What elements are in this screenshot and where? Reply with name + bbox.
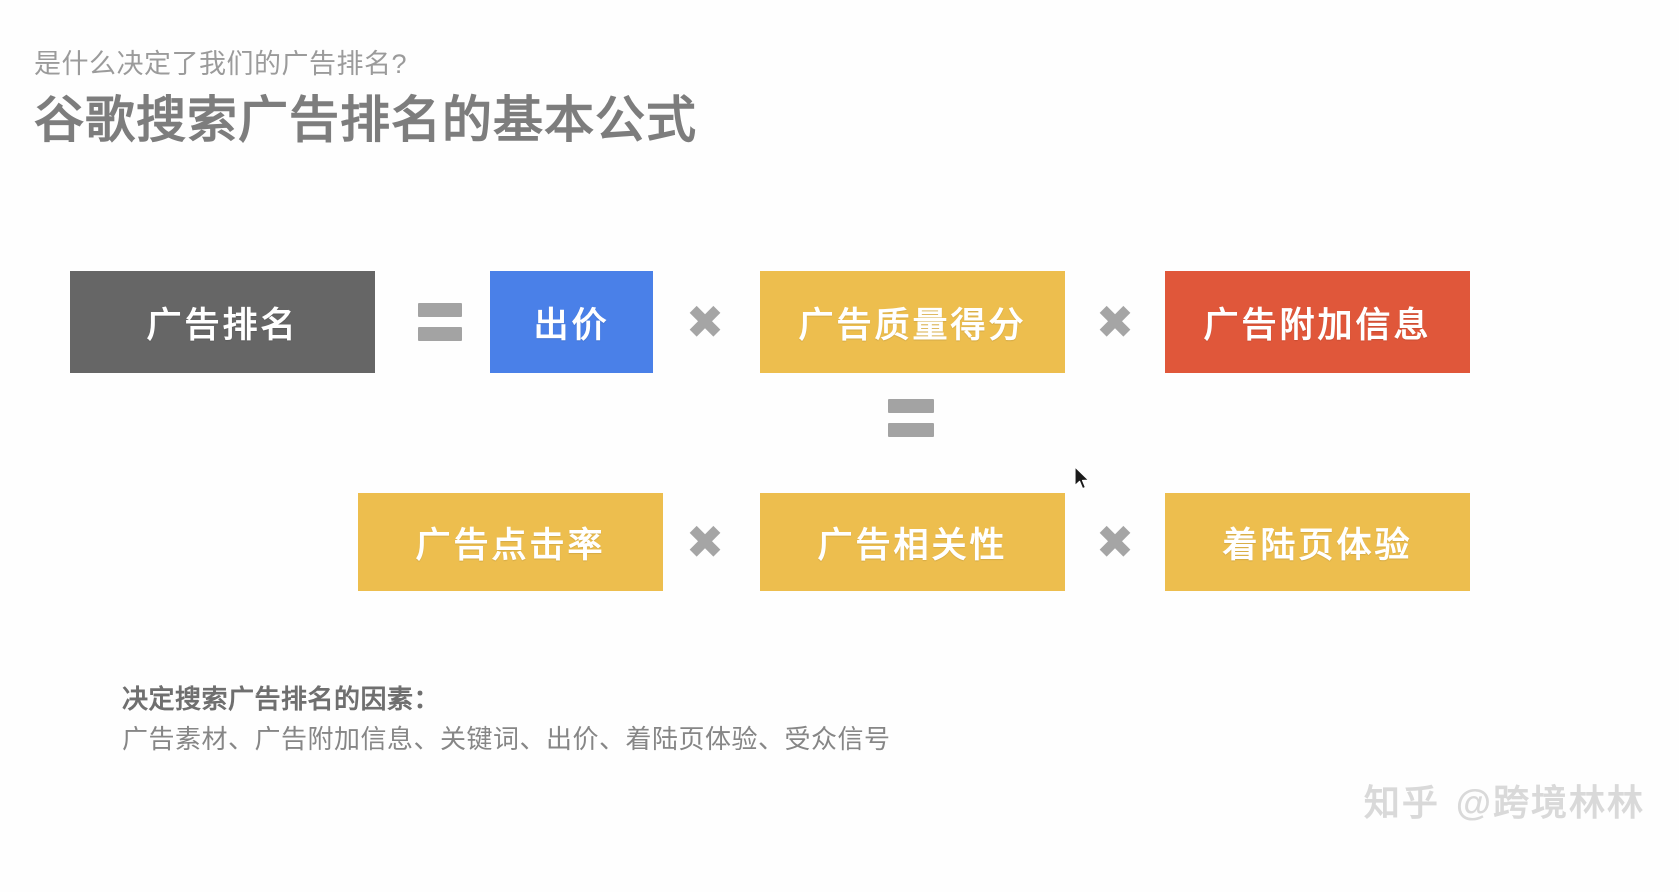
equals-sign-row1 [418, 297, 462, 347]
equals-bar-top [418, 303, 462, 317]
caption-heading: 决定搜索广告排名的因素： [122, 684, 441, 714]
formula-box-landing-page-experience: 着陆页体验 [1165, 493, 1470, 591]
formula-box-ad-relevance: 广告相关性 [760, 493, 1065, 591]
multiply-icon-row2-b: ✖ [1095, 516, 1135, 568]
formula-box-quality-score: 广告质量得分 [760, 271, 1065, 373]
caption-body: 广告素材、广告附加信息、关键词、出价、着陆页体验、受众信号 [122, 724, 891, 754]
equals-bar-bottom [888, 423, 934, 437]
formula-box-bid: 出价 [490, 271, 653, 373]
slide-header: 是什么决定了我们的广告排名? 谷歌搜索广告排名的基本公式 [34, 48, 1334, 150]
caption-block: 决定搜索广告排名的因素： 广告素材、广告附加信息、关键词、出价、着陆页体验、受众… [122, 680, 1322, 759]
multiply-icon-row2-a: ✖ [685, 516, 725, 568]
formula-box-ad-extensions: 广告附加信息 [1165, 271, 1470, 373]
formula-box-ad-rank: 广告排名 [70, 271, 375, 373]
equals-sign-connector [888, 394, 934, 442]
multiply-icon-row1-b: ✖ [1095, 296, 1135, 348]
equals-bar-bottom [418, 327, 462, 341]
watermark-site-name: 知乎 [1363, 782, 1440, 823]
slide-subtitle: 是什么决定了我们的广告排名? [34, 49, 408, 79]
formula-box-ctr: 广告点击率 [358, 493, 663, 591]
page-title: 谷歌搜索广告排名的基本公式 [34, 91, 697, 148]
multiply-icon-row1-a: ✖ [685, 296, 725, 348]
equals-bar-top [888, 399, 934, 413]
watermark: 知乎 @跨境林林 [1364, 774, 1645, 826]
watermark-handle: @跨境林林 [1455, 782, 1645, 823]
